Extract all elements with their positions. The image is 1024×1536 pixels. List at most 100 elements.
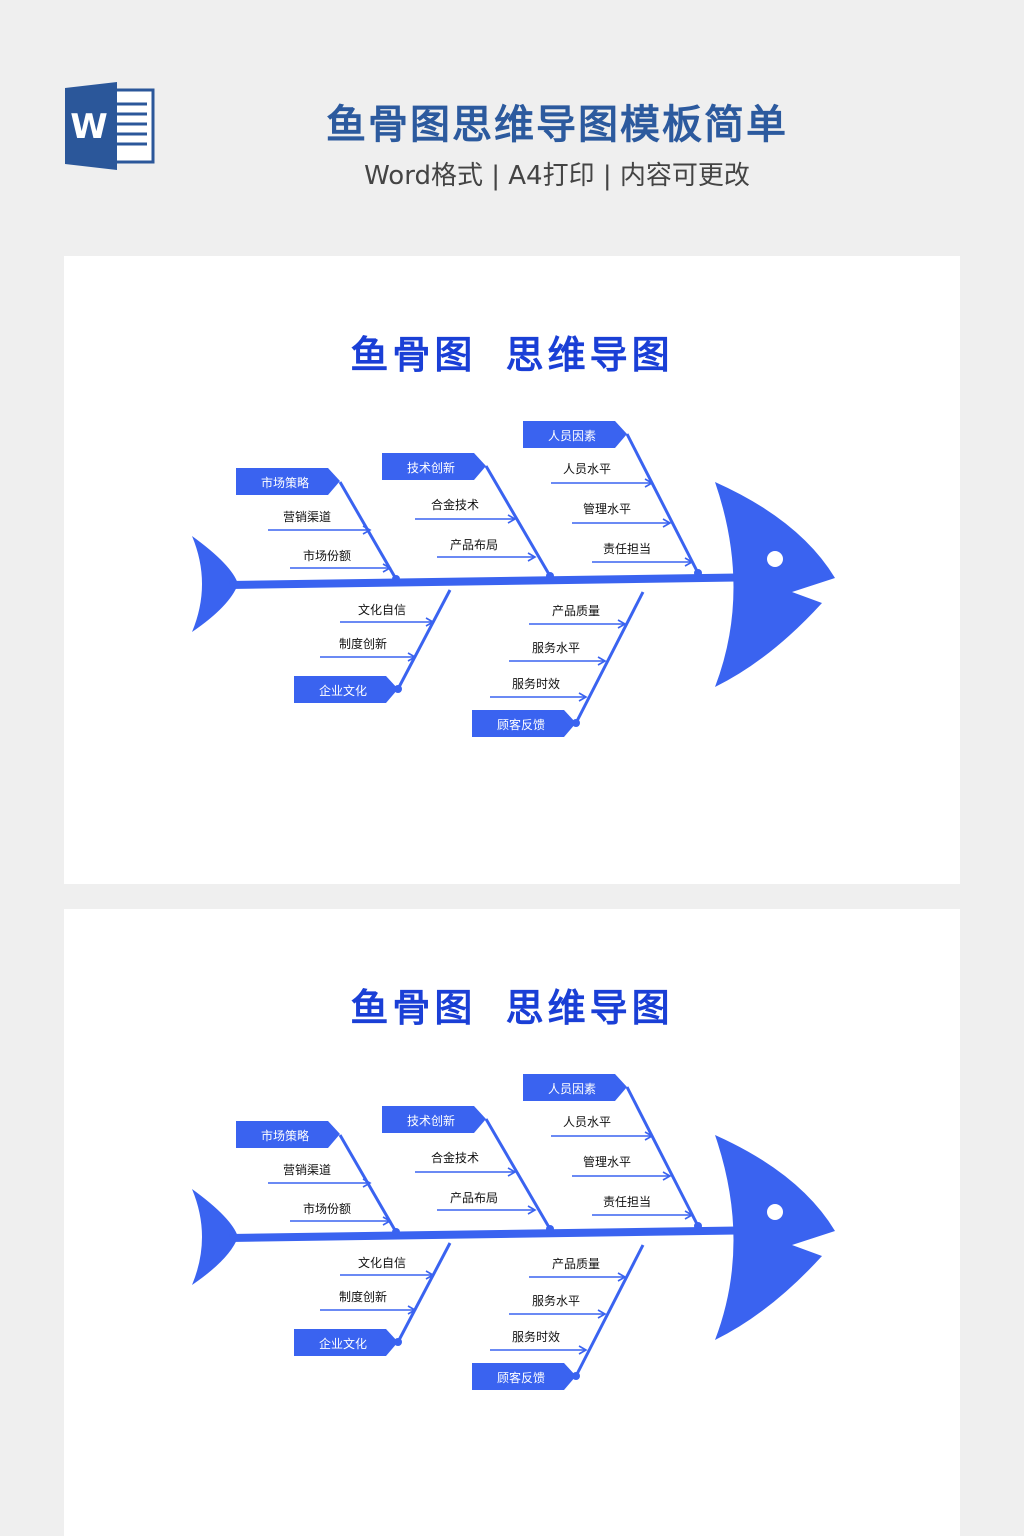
arrow-head-icon bbox=[578, 692, 588, 702]
cause-item-label: 人员水平 bbox=[563, 1115, 611, 1129]
cause-item-label: 文化自信 bbox=[358, 1255, 406, 1270]
bone-joint bbox=[694, 569, 702, 577]
cause-item-label: 合金技术 bbox=[431, 1150, 479, 1165]
arrow-head-icon bbox=[684, 1210, 694, 1220]
bone-joint bbox=[392, 575, 400, 583]
arrow-head-icon bbox=[662, 518, 672, 528]
cause-item-label: 责任担当 bbox=[603, 542, 651, 556]
arrow-head-icon bbox=[425, 1270, 435, 1280]
arrow-head-icon bbox=[644, 1131, 654, 1141]
arrow-head-icon bbox=[507, 1167, 517, 1177]
arrow-head-icon bbox=[382, 563, 392, 573]
category-label-box bbox=[472, 710, 576, 737]
diagram-title: 鱼骨图 思维导图 bbox=[350, 333, 674, 377]
cause-item-label: 服务水平 bbox=[532, 640, 580, 655]
arrow-head-icon bbox=[597, 656, 607, 666]
category-label: 企业文化 bbox=[319, 1336, 367, 1351]
arrow-head-icon bbox=[382, 1216, 392, 1226]
cause-item-label: 服务时效 bbox=[512, 676, 560, 691]
fish-spine bbox=[229, 1226, 771, 1242]
category-bone bbox=[484, 1118, 552, 1230]
fish-eye bbox=[767, 551, 783, 567]
arrow-head-icon bbox=[407, 652, 417, 662]
arrow-head-icon bbox=[425, 617, 435, 627]
cause-item-label: 管理水平 bbox=[583, 1154, 631, 1169]
fish-tail bbox=[192, 1189, 238, 1285]
cause-item-label: 服务水平 bbox=[532, 1293, 580, 1308]
arrow-head-icon bbox=[644, 478, 654, 488]
cause-item-label: 产品质量 bbox=[552, 604, 600, 618]
category-label-box bbox=[523, 1074, 627, 1101]
category-bone bbox=[574, 591, 645, 724]
bone-joint bbox=[694, 1222, 702, 1230]
arrow-head-icon bbox=[578, 1345, 588, 1355]
cause-item-label: 制度创新 bbox=[339, 636, 387, 651]
preview-page-1: 鱼骨图 思维导图 市场策略营销渠道市场份额技术创新合金技术产品布局人员因素人员水… bbox=[64, 256, 960, 884]
cause-item-label: 市场份额 bbox=[303, 1201, 351, 1216]
arrow-head-icon bbox=[407, 1305, 417, 1315]
diagram-title: 鱼骨图 思维导图 bbox=[350, 986, 674, 1030]
category-bone bbox=[625, 433, 700, 574]
arrow-head-icon bbox=[507, 514, 517, 524]
cause-item-label: 产品质量 bbox=[552, 1257, 600, 1271]
arrow-head-icon bbox=[527, 552, 537, 562]
arrow-head-icon bbox=[684, 557, 694, 567]
cause-item-label: 文化自信 bbox=[358, 602, 406, 617]
cause-item-label: 责任担当 bbox=[603, 1195, 651, 1209]
category-label-box bbox=[294, 676, 398, 703]
category-label-box bbox=[382, 1106, 486, 1133]
cause-item-label: 营销渠道 bbox=[283, 1163, 331, 1177]
preview-page-2: 鱼骨图 思维导图 市场策略营销渠道市场份额技术创新合金技术产品布局人员因素人员水… bbox=[64, 909, 960, 1536]
category-label-box bbox=[236, 1121, 340, 1148]
arrow-head-icon bbox=[617, 619, 627, 629]
category-label-box bbox=[472, 1363, 576, 1390]
cause-item-label: 管理水平 bbox=[583, 501, 631, 516]
page-title: 鱼骨图思维导图模板简单 bbox=[326, 102, 788, 148]
fishbone-diagram: 市场策略营销渠道市场份额技术创新合金技术产品布局人员因素人员水平管理水平责任担当… bbox=[192, 421, 835, 737]
category-bone bbox=[625, 1086, 700, 1227]
bone-joint bbox=[546, 572, 554, 580]
category-label: 技术创新 bbox=[407, 460, 455, 475]
arrow-head-icon bbox=[597, 1309, 607, 1319]
category-label: 市场策略 bbox=[261, 1128, 309, 1143]
cause-item-label: 产品布局 bbox=[450, 1191, 498, 1205]
arrow-head-icon bbox=[362, 525, 372, 535]
cause-item-label: 制度创新 bbox=[339, 1289, 387, 1304]
category-bone bbox=[574, 1244, 645, 1377]
category-label: 人员因素 bbox=[548, 1082, 596, 1096]
category-bone bbox=[396, 589, 452, 690]
category-label: 顾客反馈 bbox=[497, 717, 545, 732]
category-label-box bbox=[236, 468, 340, 495]
arrow-head-icon bbox=[662, 1171, 672, 1181]
category-label-box bbox=[523, 421, 627, 448]
cause-item-label: 合金技术 bbox=[431, 497, 479, 512]
category-bone bbox=[484, 465, 552, 577]
fish-eye bbox=[767, 1204, 783, 1220]
category-bone bbox=[396, 1242, 452, 1343]
bone-joint bbox=[392, 1228, 400, 1236]
fish-head bbox=[715, 1135, 835, 1340]
category-label: 市场策略 bbox=[261, 475, 309, 490]
cause-item-label: 服务时效 bbox=[512, 1329, 560, 1344]
fishbone-diagram: 市场策略营销渠道市场份额技术创新合金技术产品布局人员因素人员水平管理水平责任担当… bbox=[192, 1074, 835, 1390]
cause-item-label: 产品布局 bbox=[450, 538, 498, 552]
fish-tail bbox=[192, 536, 238, 632]
category-label: 顾客反馈 bbox=[497, 1370, 545, 1385]
page-subtitle: Word格式 | A4打印 | 内容可更改 bbox=[364, 161, 750, 191]
fish-head bbox=[715, 482, 835, 687]
cause-item-label: 营销渠道 bbox=[283, 510, 331, 524]
word-icon: W bbox=[65, 82, 155, 170]
fish-spine bbox=[229, 573, 771, 589]
category-label: 人员因素 bbox=[548, 429, 596, 443]
category-label-box bbox=[382, 453, 486, 480]
